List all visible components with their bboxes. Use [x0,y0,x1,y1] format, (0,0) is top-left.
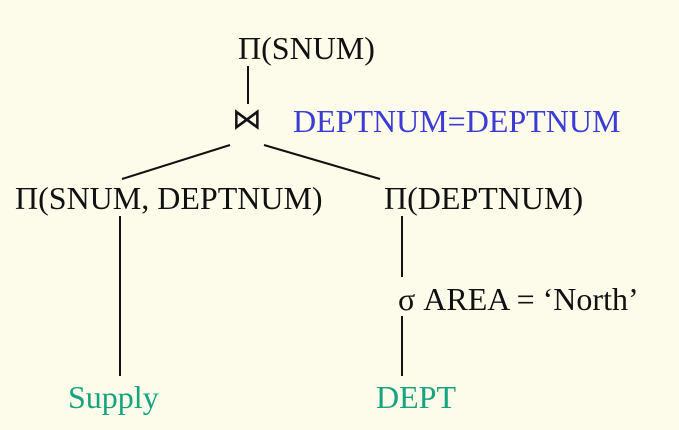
join-condition-label: DEPTNUM=DEPTNUM [293,103,621,139]
edge-join-to-right-projection [263,144,381,180]
edge-join-to-left-projection [121,144,231,180]
left-projection-label: Π(SNUM, DEPTNUM) [15,180,323,216]
supply-relation-label: Supply [68,379,159,415]
selection-label: σ AREA = ‘North’ [398,281,639,317]
root-projection-label: Π(SNUM) [238,30,375,66]
right-projection-label: Π(DEPTNUM) [384,180,584,216]
join-icon: ⋈ [232,102,262,137]
dept-relation-label: DEPT [376,379,456,415]
tree-edges [119,66,403,376]
